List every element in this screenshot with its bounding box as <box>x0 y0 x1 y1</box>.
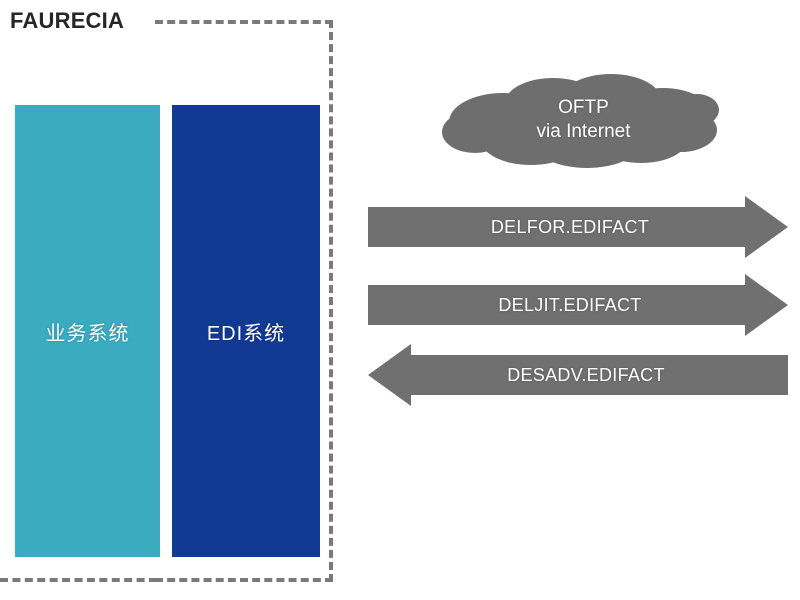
business-system-label: 业务系统 <box>45 322 130 345</box>
arrow-right-icon <box>368 196 788 258</box>
arrow-left-icon <box>368 344 788 406</box>
message-label-delfor: DELFOR.EDIFACT <box>490 216 650 237</box>
message-arrow-delfor[interactable]: DELFOR.EDIFACT <box>368 196 788 258</box>
cloud-label-line2: via Internet <box>536 121 631 142</box>
message-arrow-desadv[interactable]: DESADV.EDIFACT <box>368 344 788 406</box>
cloud-label-group: OFTP via Internet <box>435 70 720 170</box>
cloud-label-line1: OFTP <box>558 97 609 119</box>
arrow-right-icon <box>368 274 788 336</box>
edi-system-box[interactable]: EDI系统 <box>172 105 320 557</box>
message-arrow-deljit[interactable]: DELJIT.EDIFACT <box>368 274 788 336</box>
cloud-icon <box>442 74 719 168</box>
page-title: FAURECIA <box>10 8 125 33</box>
edi-system-label: EDI系统 <box>206 322 286 345</box>
business-system-box[interactable]: 业务系统 <box>15 105 160 557</box>
oftp-cloud[interactable]: OFTP via Internet <box>435 70 720 170</box>
message-label-desadv: DESADV.EDIFACT <box>507 364 665 385</box>
message-label-deljit: DELJIT.EDIFACT <box>498 294 642 315</box>
faurecia-boundary-bottom-extension <box>0 578 157 582</box>
